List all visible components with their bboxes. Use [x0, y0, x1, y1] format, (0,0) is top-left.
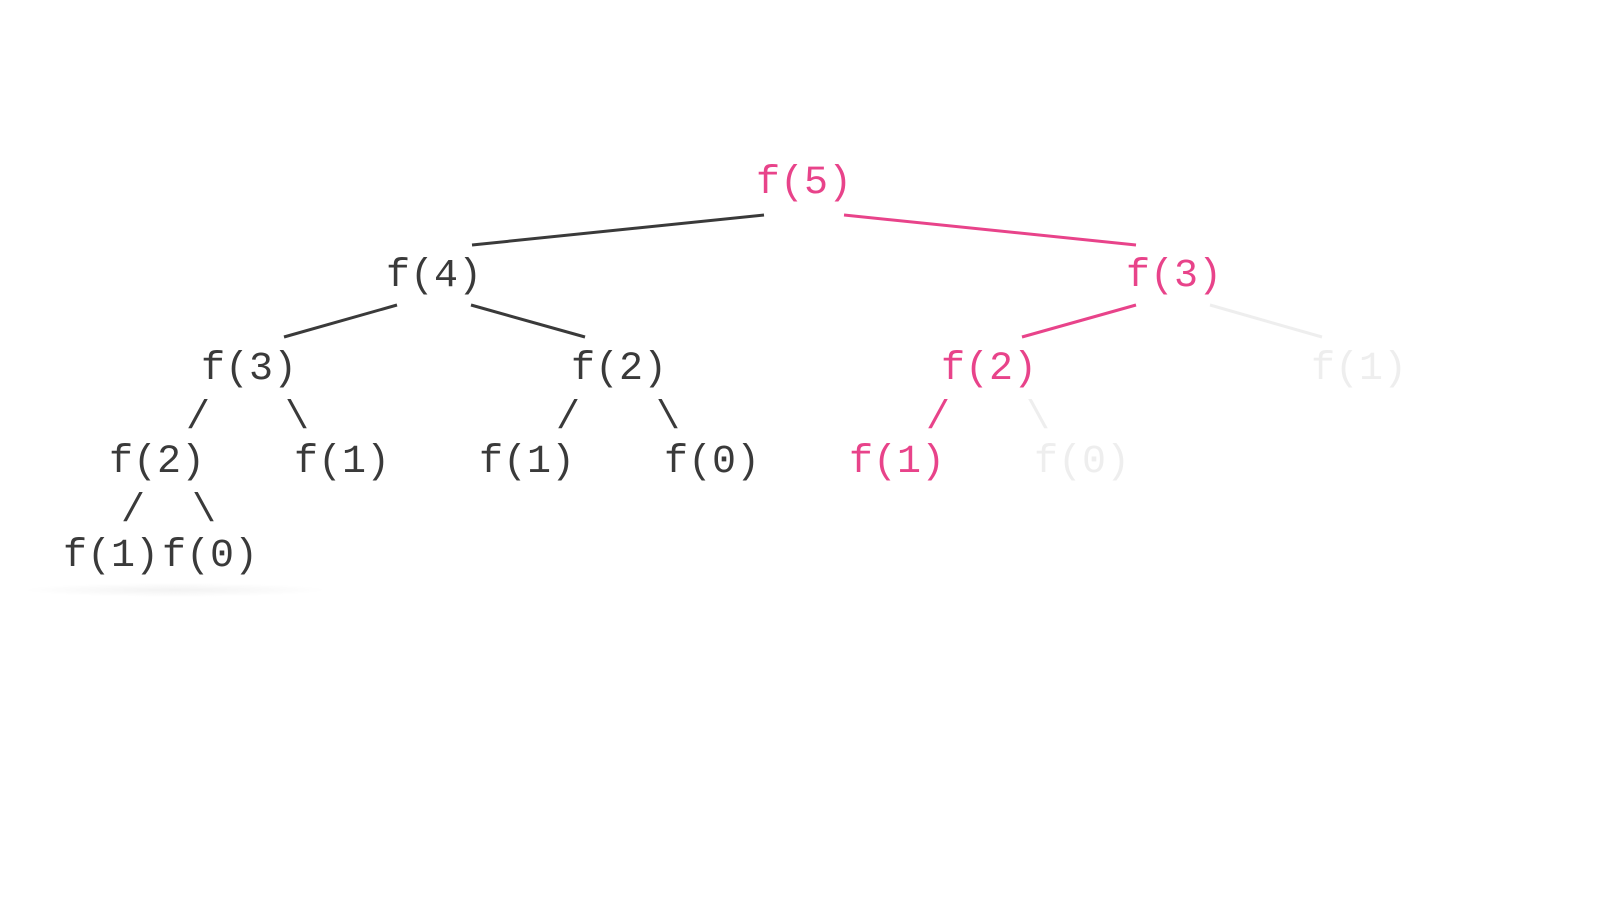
node-level2: f(2): [571, 347, 667, 392]
edge-slash: /: [186, 396, 210, 441]
node-level3: f(1): [849, 440, 945, 485]
edge-slash: /: [556, 396, 580, 441]
node-level3: f(1): [479, 440, 575, 485]
node-level3: f(0): [664, 440, 760, 485]
edge-f5-f4: [471, 213, 765, 247]
edge-backslash: \: [285, 396, 309, 441]
edge-backslash: \: [1026, 396, 1050, 441]
edge-backslash: \: [192, 489, 216, 534]
edge-f3-f2: [1021, 303, 1137, 339]
edge-slash: /: [926, 396, 950, 441]
node-level3: f(0): [1034, 440, 1130, 485]
node-level4: f(0): [162, 534, 258, 579]
edge-f4-f2: [470, 303, 586, 339]
node-root: f(5): [756, 161, 852, 206]
node-level3: f(2): [109, 440, 205, 485]
edge-f3-f1: [1209, 303, 1323, 339]
edge-f4-f3: [283, 303, 398, 339]
node-level1-left: f(4): [386, 254, 482, 299]
node-level3: f(1): [294, 440, 390, 485]
edge-slash: /: [121, 489, 145, 534]
ground-shadow: [20, 583, 330, 597]
node-level2: f(1): [1311, 347, 1407, 392]
edge-backslash: \: [656, 396, 680, 441]
node-level4: f(1): [63, 534, 159, 579]
node-level1-right: f(3): [1126, 254, 1222, 299]
node-level2: f(2): [941, 347, 1037, 392]
node-level2: f(3): [201, 347, 297, 392]
edge-f5-f3: [843, 213, 1137, 247]
